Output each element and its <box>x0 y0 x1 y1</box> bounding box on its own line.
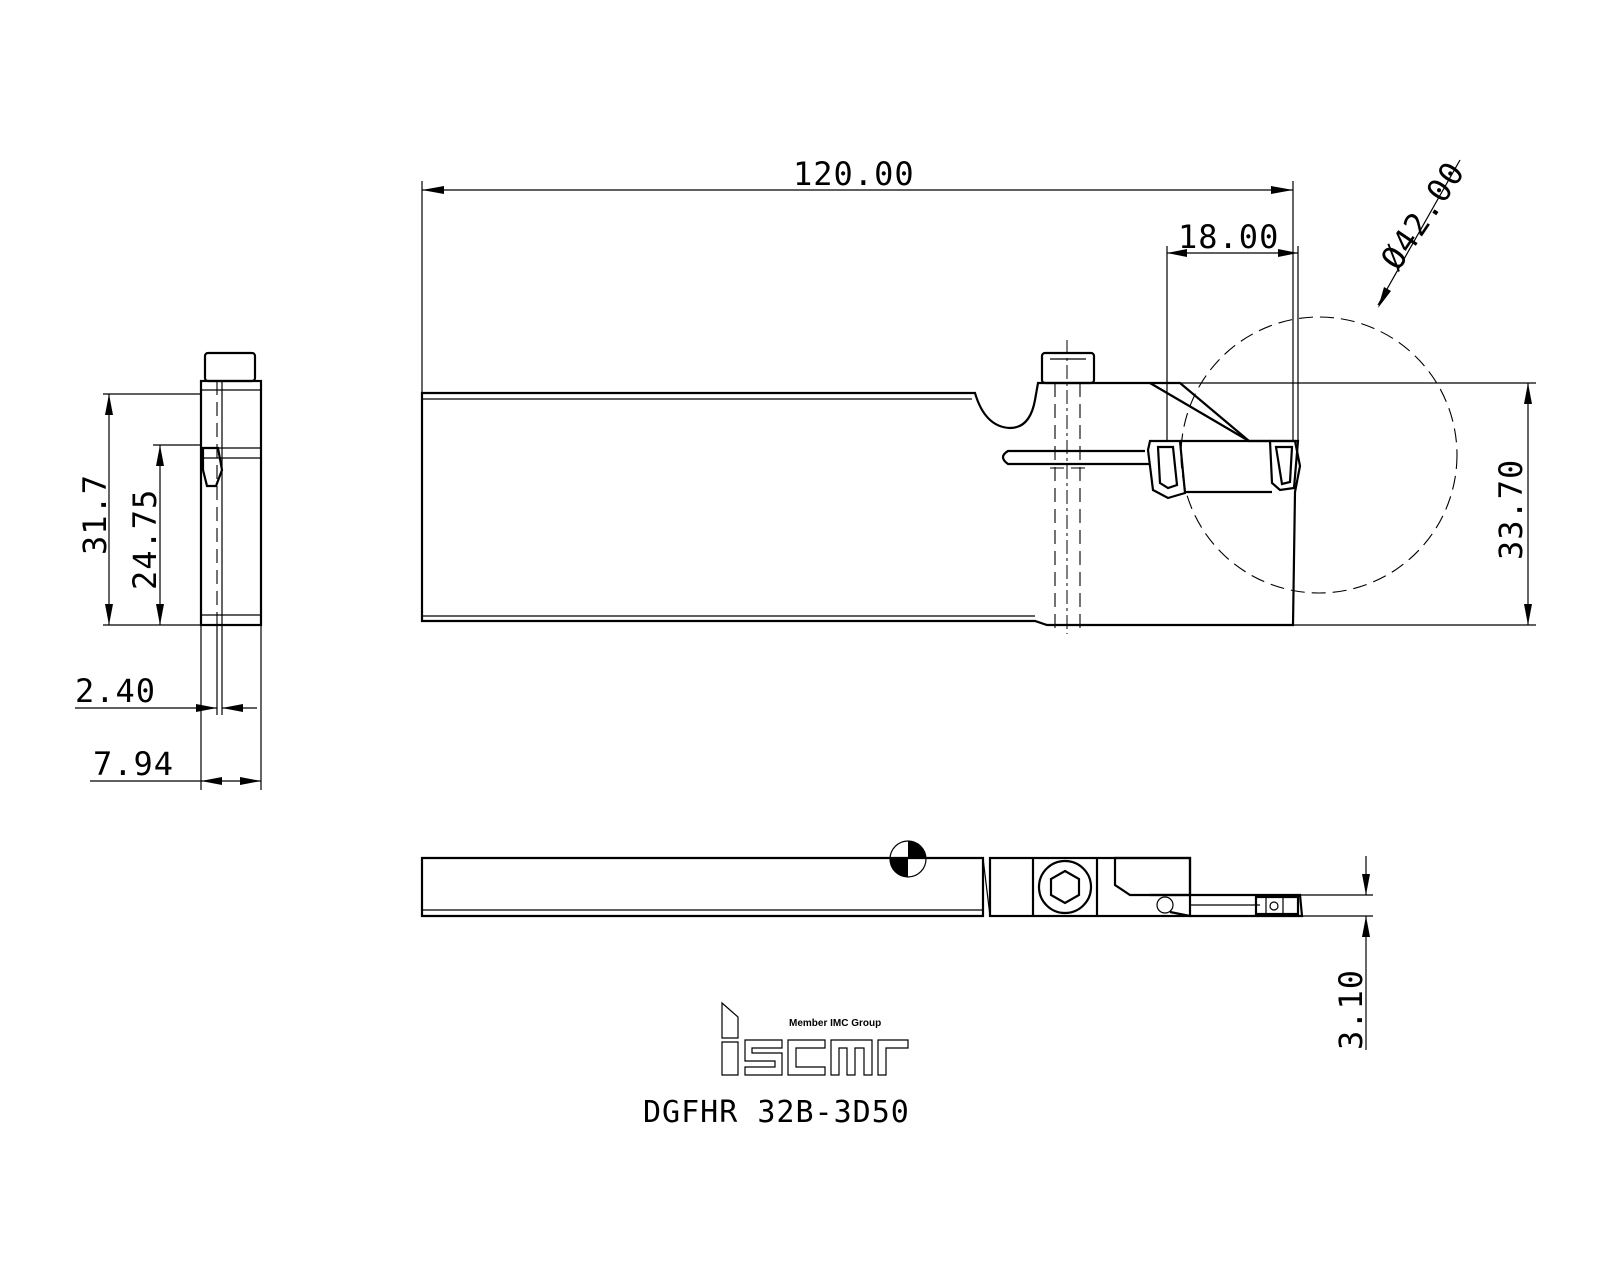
part-number: DGFHR 32B-3D50 <box>643 1095 910 1130</box>
brand-logo: Member IMC Group <box>721 1001 909 1076</box>
dim-side-height-inner: 24.75 <box>126 489 164 590</box>
dim-width-small: 2.40 <box>75 672 156 710</box>
dim-side-height: 31.7 <box>76 474 114 555</box>
dim-width-total: 7.94 <box>93 745 174 783</box>
front-dimensions: 120.00 18.00 Ø42.00 33.70 <box>421 154 1536 626</box>
dim-insert-offset: 18.00 <box>1178 218 1279 256</box>
side-dimensions: 31.7 24.75 2.40 7.94 <box>75 393 262 790</box>
dim-diameter: Ø42.00 <box>1373 154 1472 276</box>
logo-tagline: Member IMC Group <box>789 1018 881 1029</box>
top-view <box>420 840 1304 918</box>
dim-overall-length: 120.00 <box>793 155 915 193</box>
top-dimensions: 3.10 <box>1300 856 1373 1050</box>
dim-height: 33.70 <box>1492 459 1530 560</box>
front-view <box>420 316 1458 634</box>
side-view <box>199 351 263 627</box>
dim-offset-bottom: 3.10 <box>1332 969 1370 1050</box>
